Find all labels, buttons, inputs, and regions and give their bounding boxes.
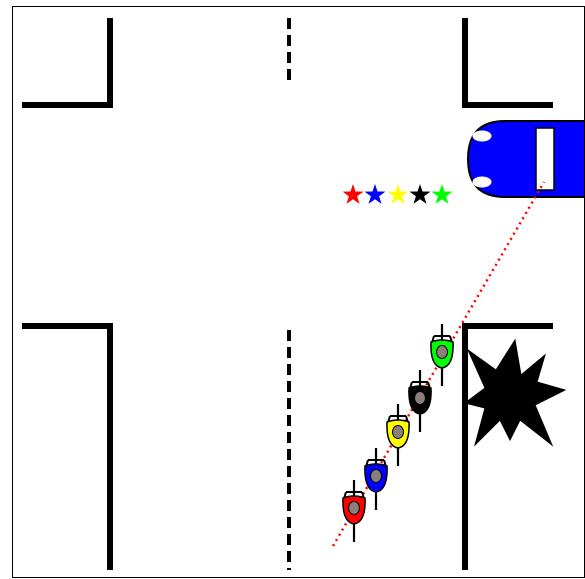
- car-headlight-top: [473, 131, 491, 141]
- diagram-border: [13, 7, 585, 578]
- car-icon: [468, 121, 585, 197]
- car-windshield: [536, 128, 554, 190]
- car-headlight-bottom: [473, 177, 491, 187]
